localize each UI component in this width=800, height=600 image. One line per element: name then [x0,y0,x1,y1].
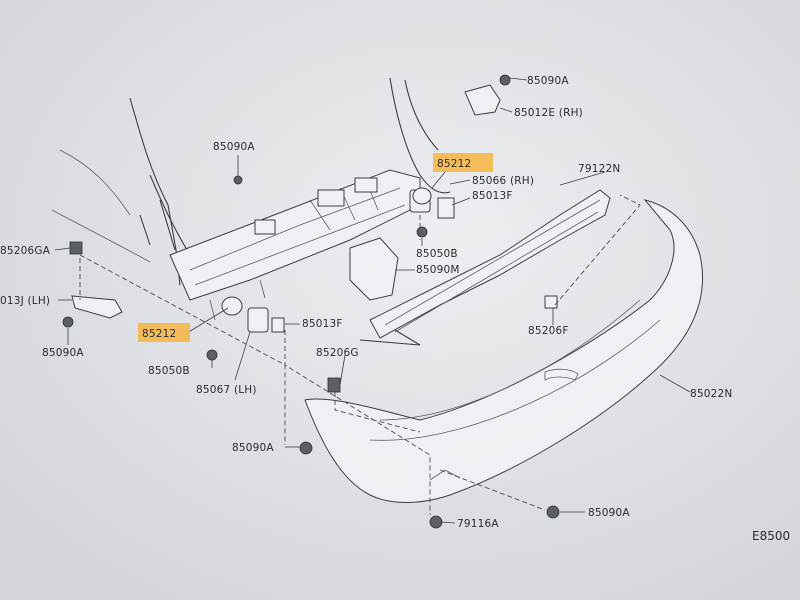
part-labels: 85090A 85012E (RH) 85090A 85212 85066 (R… [0,75,790,543]
label-85212-left: 85212 [142,328,176,340]
label-85022N: 85022N [690,388,732,400]
label-85212-right: 85212 [437,158,471,170]
label-85090A-top: 85090A [527,75,569,87]
label-85067: 85067 (LH) [196,384,257,396]
label-013J: 013J (LH) [0,295,50,307]
assembly-dashed-lines [79,194,641,515]
label-85090A-bottom: 85090A [232,442,274,454]
label-85013F-left: 85013F [302,318,343,330]
diagram-code: E8500 [752,529,790,543]
brackets [62,74,560,529]
bumper-reinforcement-79122N [359,189,611,346]
label-85206F: 85206F [528,325,569,337]
label-85013F-right: 85013F [472,190,513,202]
label-85050B-right: 85050B [416,248,458,260]
highlight-85212-right [433,153,493,172]
label-85050B-left: 85050B [148,365,190,377]
label-79116A: 79116A [457,518,499,530]
label-79122N: 79122N [578,163,620,175]
label-85090A-br: 85090A [588,507,630,519]
rear-bumper-fascia-85022N [304,199,704,503]
label-85206G: 85206G [316,347,359,359]
label-85012E: 85012E (RH) [514,107,583,119]
label-85090M: 85090M [416,264,460,276]
highlight-85212-left [138,323,190,342]
label-85206GA: 85206GA [0,245,51,257]
rear-body-structure [51,77,451,321]
leader-lines [54,77,691,524]
label-85066: 85066 (RH) [472,175,534,187]
label-85090A-lh: 85090A [42,347,84,359]
label-85090A-left: 85090A [213,141,255,153]
